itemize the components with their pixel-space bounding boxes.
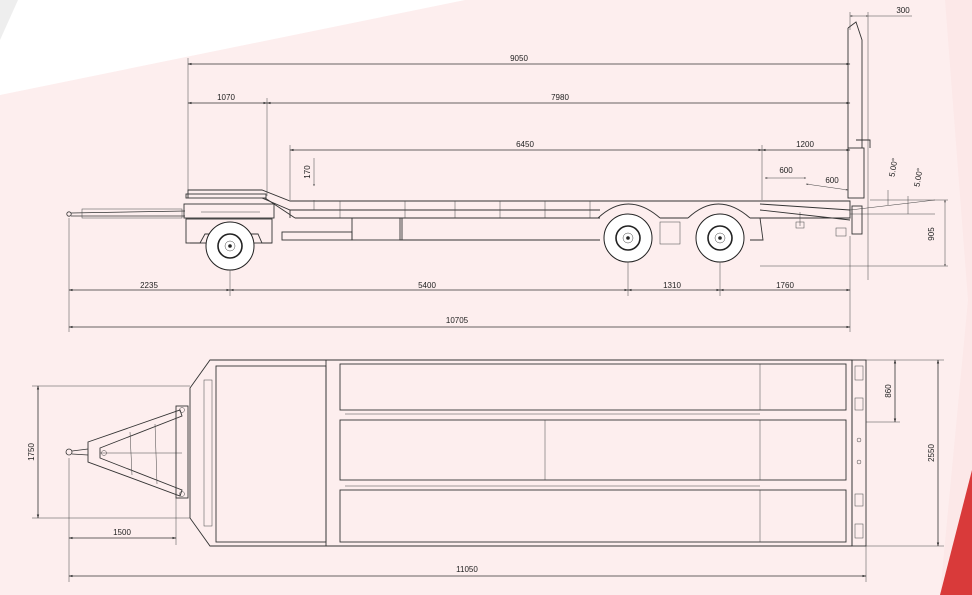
dim-1310: 1310 — [663, 281, 681, 290]
dim-860: 860 — [884, 384, 893, 398]
front-wheel — [205, 221, 255, 271]
deck-top — [189, 359, 867, 547]
drawbar-side — [66, 208, 186, 219]
dim-11050: 11050 — [456, 565, 478, 574]
front-dolly — [183, 193, 275, 244]
dim-7980: 7980 — [551, 93, 569, 102]
dim-10705: 10705 — [446, 316, 469, 325]
dim-170: 170 — [303, 165, 312, 179]
dim-600-b: 600 — [825, 176, 839, 185]
dim-1760: 1760 — [776, 281, 794, 290]
top-dimension-labels: 1750 1500 860 2550 11050 — [27, 384, 936, 574]
dim-300: 300 — [896, 6, 910, 15]
dim-6450: 6450 — [516, 140, 534, 149]
side-dimension-labels: 300 9050 1070 7980 6450 1200 170 600 600… — [140, 6, 936, 325]
drawbar-top — [65, 405, 189, 499]
rear-wheel-2 — [695, 213, 745, 263]
rear-wheel-1 — [603, 213, 653, 263]
dim-905: 905 — [927, 227, 936, 241]
dim-1200: 1200 — [796, 140, 814, 149]
dim-1070: 1070 — [217, 93, 235, 102]
red-corner-stripe — [940, 470, 972, 595]
main-deck-side — [187, 189, 851, 245]
dim-1500: 1500 — [113, 528, 131, 537]
angle-1: 5.00° — [887, 158, 899, 178]
side-dimensions — [68, 12, 948, 332]
angle-2: 5.00° — [912, 168, 924, 188]
top-view: 1750 1500 860 2550 11050 — [27, 359, 944, 582]
dim-9050: 9050 — [510, 54, 528, 63]
dim-1750: 1750 — [27, 443, 36, 461]
dim-5400: 5400 — [418, 281, 436, 290]
dim-600-a: 600 — [779, 166, 793, 175]
side-view: 300 9050 1070 7980 6450 1200 170 600 600… — [66, 6, 948, 332]
top-dimensions — [32, 359, 944, 582]
dim-2550: 2550 — [927, 444, 936, 462]
dim-2235: 2235 — [140, 281, 158, 290]
rear-ramps-side — [759, 21, 871, 237]
